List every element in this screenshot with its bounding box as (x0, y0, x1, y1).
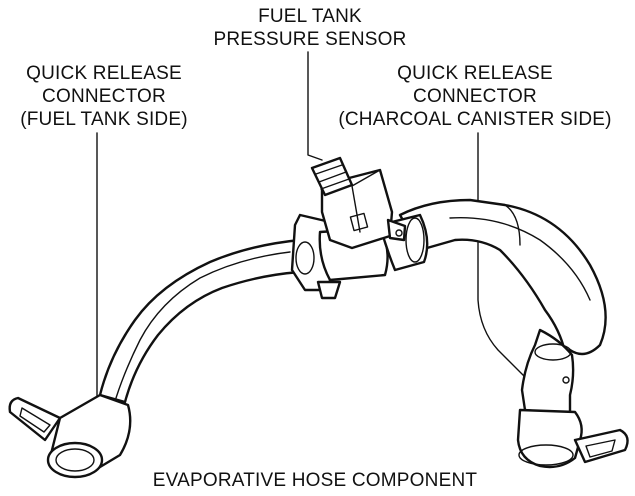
right-hose-ring (534, 343, 572, 361)
pressure-sensor (310, 156, 407, 250)
label-line: (FUEL TANK SIDE) (20, 109, 188, 130)
right-connector-end (518, 444, 574, 466)
left-connector-tab-inner (19, 407, 51, 433)
leader-lines (96, 51, 541, 399)
left-connector-mouth-inner (55, 448, 95, 472)
label-line: FUEL TANK (258, 6, 362, 27)
right-connector (516, 408, 629, 469)
right-connector-tab (573, 428, 629, 464)
right-connector-tab-inner (585, 439, 616, 458)
label-line: CONNECTOR (413, 86, 537, 107)
right-hose-nub (562, 376, 570, 384)
label-line: QUICK RELEASE (26, 63, 182, 84)
left-hose-body (98, 238, 302, 404)
label-fuel-tank-pressure-sensor: FUEL TANK PRESSURE SENSOR (185, 5, 435, 51)
label-quick-release-connector-charcoal-canister-side: QUICK RELEASE CONNECTOR (CHARCOAL CANIST… (308, 62, 635, 131)
sensor-ribs (315, 164, 350, 190)
right-hose-seam (504, 204, 521, 246)
junction-right-collar-ring (405, 217, 425, 263)
right-connector-body (516, 408, 583, 469)
right-hose (398, 198, 607, 417)
left-connector-tab (8, 396, 62, 442)
right-hose-shadow (449, 216, 591, 301)
label-line: PRESSURE SENSOR (213, 29, 407, 50)
label-quick-release-connector-fuel-tank-side: QUICK RELEASE CONNECTOR (FUEL TANK SIDE) (0, 62, 218, 131)
junction-bracket (316, 280, 342, 300)
sensor-clip (349, 212, 369, 232)
label-line: CONNECTOR (42, 86, 166, 107)
right-hose-body (398, 198, 607, 356)
left-connector (8, 393, 132, 479)
left-hose-highlight (115, 251, 291, 399)
junction-ring (295, 241, 315, 275)
leader-line-sensor (307, 51, 323, 161)
left-hose (98, 238, 302, 404)
diagram-caption: EVAPORATIVE HOSE COMPONENT (152, 470, 478, 491)
sensor-port-hole (395, 229, 403, 237)
label-line: (CHARCOAL CANISTER SIDE) (338, 109, 612, 130)
sensor-face-line (351, 169, 381, 233)
label-line: QUICK RELEASE (397, 63, 553, 84)
leader-line-right-connector (477, 132, 541, 393)
